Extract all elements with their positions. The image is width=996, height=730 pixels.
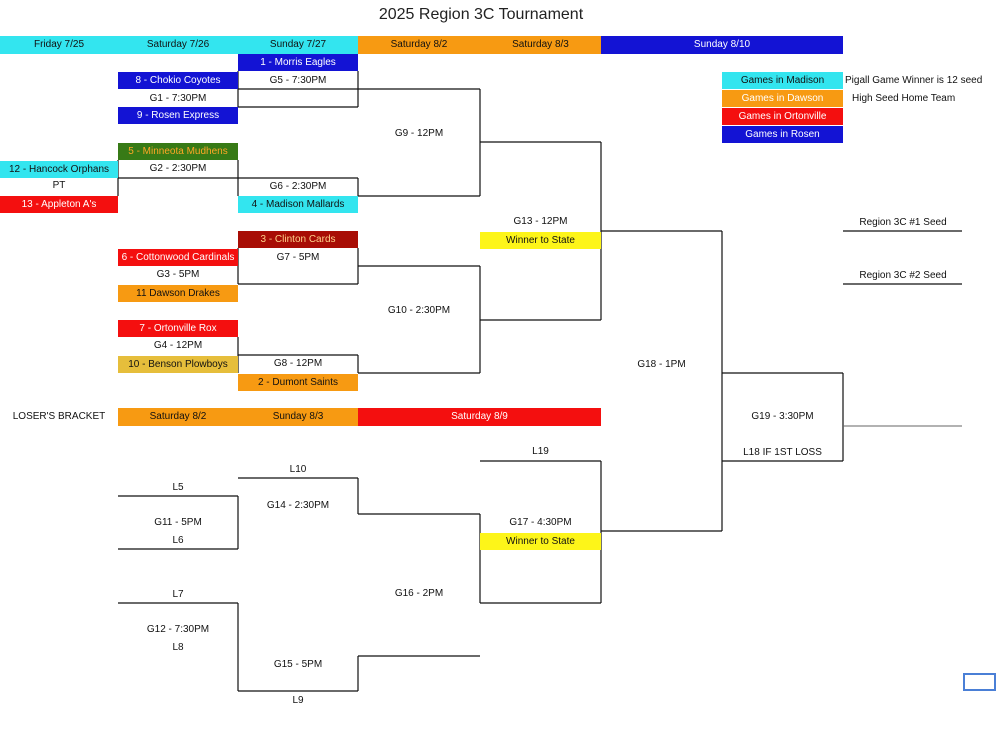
l6-label: L6 [172,535,184,546]
day-header-saturday-82: Saturday 8/2 [358,36,480,54]
game-g5-label: G5 - 7:30PM [269,75,327,86]
game-g16-label: G16 - 2PM [394,588,444,599]
team-chokio-coyotes: 8 - Chokio Coyotes [118,72,238,89]
legend-ortonville: Games in Ortonville [722,108,843,125]
game-g3-label: G3 - 5PM [156,269,200,280]
team-hancock-orphans: 12 - Hancock Orphans [0,161,118,178]
game-g10-label: G10 - 2:30PM [387,305,451,316]
team-dawson-drakes: 11 Dawson Drakes [118,285,238,302]
day-header-saturday-726: Saturday 7/26 [118,36,238,54]
team-appleton-as: 13 - Appleton A's [0,196,118,213]
team-minneota-mudhens: 5 - Minneota Mudhens [118,143,238,160]
l18-if-first-loss-label: L18 IF 1ST LOSS [743,447,822,458]
losers-bracket-label: LOSER'S BRACKET [0,408,118,426]
day-header-sunday-727: Sunday 7/27 [238,36,358,54]
game-g13-label: G13 - 12PM [513,216,568,227]
legend-rosen: Games in Rosen [722,126,843,143]
seed-2-label: Region 3C #2 Seed [859,270,947,281]
l7-label: L7 [172,589,184,600]
l9-label: L9 [292,695,304,706]
team-clinton-cards: 3 - Clinton Cards [238,231,358,248]
game-g7-label: G7 - 5PM [276,252,320,263]
seed-1-label: Region 3C #1 Seed [859,217,947,228]
game-g14-label: G14 - 2:30PM [266,500,330,511]
team-benson-plowboys: 10 - Benson Plowboys [118,356,238,373]
legend-dawson: Games in Dawson [722,90,843,107]
day-header-friday: Friday 7/25 [0,36,118,54]
team-cottonwood-cardinals: 6 - Cottonwood Cardinals [118,249,238,266]
game-g8-label: G8 - 12PM [273,358,323,369]
page-title: 2025 Region 3C Tournament [378,6,584,23]
game-g18-label: G18 - 1PM [637,359,686,370]
winner-to-state-badge-1: Winner to State [480,232,601,249]
game-g2-label: G2 - 2:30PM [149,163,207,174]
pigtail-label: PT [52,180,66,191]
game-g9-label: G9 - 12PM [394,128,444,139]
team-rosen-express: 9 - Rosen Express [118,107,238,124]
l5-label: L5 [172,482,184,493]
game-g12-label: G12 - 7:30PM [146,624,210,635]
team-ortonville-rox: 7 - Ortonville Rox [118,320,238,337]
game-g11-label: G11 - 5PM [154,517,202,528]
home-team-note: High Seed Home Team [852,93,956,104]
game-g15-label: G15 - 5PM [273,659,323,670]
selected-cell-indicator[interactable] [963,673,996,691]
day-header-sunday-810: Sunday 8/10 [601,36,843,54]
game-g6-label: G6 - 2:30PM [269,181,327,192]
game-g19-label: G19 - 3:30PM [751,411,814,422]
team-dumont-saints: 2 - Dumont Saints [238,374,358,391]
l8-label: L8 [172,642,184,653]
game-g4-label: G4 - 12PM [153,340,203,351]
legend-madison: Games in Madison [722,72,843,89]
losers-day-saturday-82: Saturday 8/2 [118,408,238,426]
team-madison-mallards: 4 - Madison Mallards [238,196,358,213]
day-header-saturday-83: Saturday 8/3 [480,36,601,54]
losers-day-saturday-89: Saturday 8/9 [358,408,601,426]
l19-label: L19 [532,446,549,457]
pigall-note: Pigall Game Winner is 12 seed [845,75,983,86]
winner-to-state-badge-2: Winner to State [480,533,601,550]
losers-day-sunday-83: Sunday 8/3 [238,408,358,426]
l10-label: L10 [289,464,307,475]
team-morris-eagles: 1 - Morris Eagles [238,54,358,71]
game-g1-label: G1 - 7:30PM [149,93,207,104]
game-g17-label: G17 - 4:30PM [509,517,572,528]
